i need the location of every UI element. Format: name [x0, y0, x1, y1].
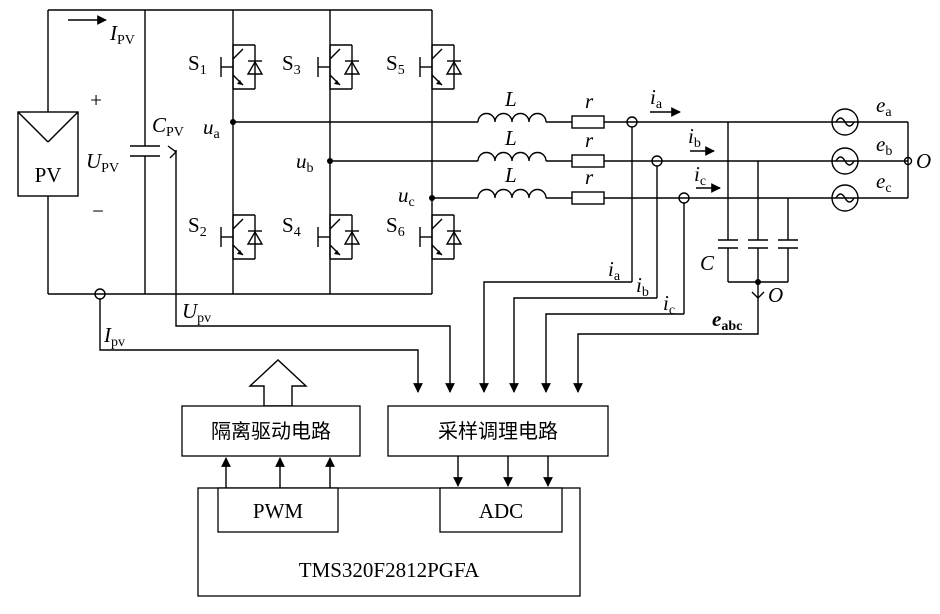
o-label-grid: O — [916, 149, 931, 173]
ic-meas-label: ic — [663, 291, 675, 318]
measurement-wiring: Ipv Upv ia ib ic — [94, 150, 759, 393]
ia-label: ia — [650, 85, 663, 112]
pwm-arrows — [221, 457, 335, 488]
resistor-label-b: r — [585, 128, 594, 152]
ipv-meas-label: Ipv — [103, 323, 125, 350]
s1-label: S1 — [188, 51, 207, 78]
s4-label: S4 — [282, 213, 301, 240]
adc-label: ADC — [479, 499, 523, 523]
dc-link-capacitor: CPV — [130, 10, 184, 294]
ea-label: ea — [876, 93, 892, 120]
output-filter: L L L r r r — [233, 87, 908, 205]
filter-capacitors: C O eabc — [700, 122, 798, 334]
upv-meas-label: Upv — [182, 299, 211, 326]
grid-sources: O ea eb ec — [831, 93, 931, 212]
resistor-label-a: r — [585, 89, 594, 113]
pv-panel: PV + − — [17, 10, 104, 294]
dc-bus — [48, 9, 432, 295]
upv-label: UPV — [86, 149, 119, 176]
inductor-label-c: L — [504, 163, 517, 187]
isolation-drive-label: 隔离驱动电路 — [211, 419, 331, 443]
ua-label: ua — [203, 115, 221, 142]
ub-label: ub — [296, 149, 314, 176]
isolation-drive-block: 隔离驱动电路 — [181, 405, 361, 457]
pv-label: PV — [35, 163, 62, 187]
ec-label: ec — [876, 169, 892, 196]
ipv-label: IPV — [109, 21, 135, 48]
eabc-label: eabc — [712, 307, 742, 334]
sampling-block: 采样调理电路 — [387, 405, 609, 457]
resistor-label-c: r — [585, 165, 594, 189]
switch-s4 — [317, 214, 360, 260]
dsp-label: TMS320F2812PGFA — [299, 558, 480, 582]
ib-meas-label: ib — [636, 273, 649, 300]
inductor-label-b: L — [504, 126, 517, 150]
eb-label: eb — [876, 132, 892, 159]
ib-label: ib — [688, 124, 701, 151]
s3-label: S3 — [282, 51, 301, 78]
s2-label: S2 — [188, 213, 207, 240]
ic-label: ic — [694, 162, 706, 189]
switch-s6 — [419, 214, 462, 260]
cpv-label: CPV — [152, 113, 184, 140]
switch-s2 — [220, 214, 263, 260]
switch-s5 — [419, 44, 462, 90]
sampling-label: 采样调理电路 — [438, 419, 558, 443]
switch-s1 — [220, 44, 263, 90]
switch-s3 — [317, 44, 360, 90]
uc-label: uc — [398, 183, 415, 210]
s5-label: S5 — [386, 51, 405, 78]
c-label: C — [700, 251, 715, 275]
s6-label: S6 — [386, 213, 405, 240]
inverter-bridge: S1 S3 S5 S2 S4 S6 — [188, 10, 462, 294]
dsp-block: PWM ADC TMS320F2812PGFA — [197, 487, 581, 597]
pwm-label: PWM — [253, 499, 304, 523]
ia-meas-label: ia — [608, 257, 621, 284]
drive-signal-arrow — [248, 359, 308, 407]
current-sensors: ia ib ic — [626, 85, 721, 314]
pv-minus: − — [92, 199, 104, 223]
o-label-cap: O — [768, 283, 783, 307]
pv-plus: + — [90, 88, 102, 112]
adc-arrows — [453, 456, 553, 487]
inductor-label-a: L — [504, 87, 517, 111]
